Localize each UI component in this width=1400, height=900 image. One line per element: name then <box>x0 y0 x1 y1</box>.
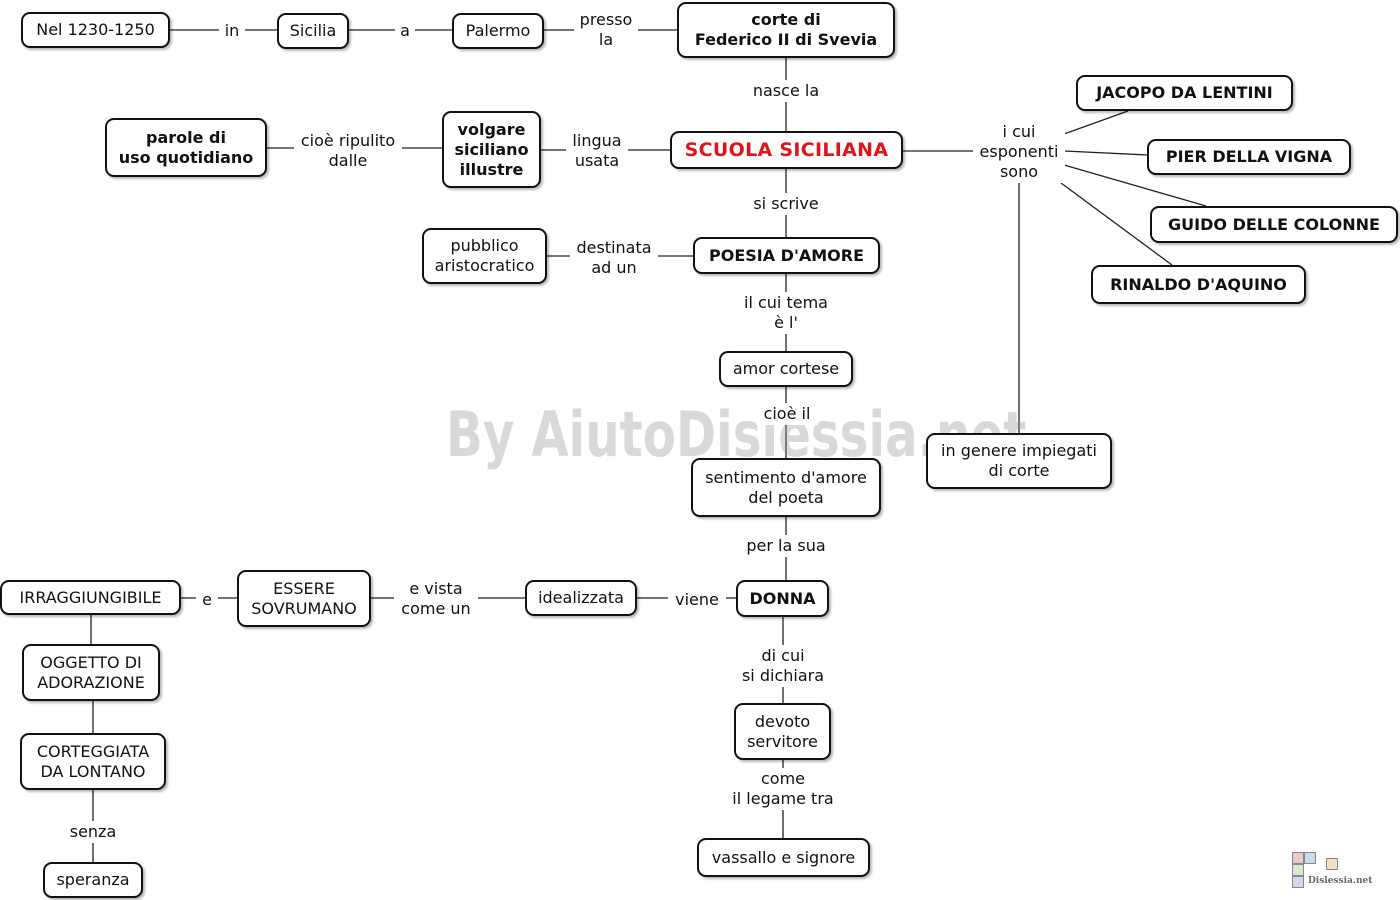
label-senza: senza <box>64 821 122 843</box>
node-idealizzata[interactable]: idealizzata <box>525 580 637 616</box>
label-cioe-il: cioè il <box>756 403 818 425</box>
logo-block-icon <box>1292 876 1304 888</box>
logo-block-icon <box>1326 858 1338 870</box>
label-per-la-sua: per la sua <box>738 535 834 557</box>
label-il-cui-tema: il cui tema è l' <box>736 292 836 334</box>
node-sentimento-d-amore[interactable]: sentimento d'amore del poeta <box>691 458 881 517</box>
label-come-il-legame-tra: come il legame tra <box>724 768 842 810</box>
node-corteggiata-da-lontano[interactable]: CORTEGGIATA DA LONTANO <box>20 733 166 790</box>
node-corte-federico[interactable]: corte di Federico II di Svevia <box>677 2 895 58</box>
node-scuola-siciliana[interactable]: SCUOLA SICILIANA <box>670 131 903 169</box>
logo-text: Dislessia.net <box>1308 876 1373 886</box>
node-pubblico-aristocratico[interactable]: pubblico aristocratico <box>422 228 547 284</box>
aiutodislessia-logo: Dislessia.net <box>1290 850 1382 890</box>
node-essere-sovrumano[interactable]: ESSERE SOVRUMANO <box>237 570 371 627</box>
node-volgare-siciliano-illustre[interactable]: volgare siciliano illustre <box>442 111 541 188</box>
label-e-vista-come-un: e vista come un <box>394 578 478 620</box>
label-e: e <box>196 589 218 611</box>
label-in: in <box>219 20 245 42</box>
label-viene: viene <box>668 589 726 611</box>
node-speranza[interactable]: speranza <box>43 862 143 898</box>
node-devoto-servitore[interactable]: devoto servitore <box>734 703 831 760</box>
node-irraggiungibile[interactable]: IRRAGGIUNGIBILE <box>0 580 181 615</box>
label-i-cui-esponenti-sono: i cui esponenti sono <box>973 121 1065 183</box>
node-poesia-d-amore[interactable]: POESIA D'AMORE <box>693 237 880 274</box>
label-si-scrive: si scrive <box>746 193 826 215</box>
node-donna[interactable]: DONNA <box>736 580 829 617</box>
label-a: a <box>395 20 415 42</box>
node-guido-delle-colonne[interactable]: GUIDO DELLE COLONNE <box>1150 206 1398 243</box>
node-impiegati-di-corte[interactable]: in genere impiegati di corte <box>926 433 1112 489</box>
label-cioe-ripulito-dalle: cioè ripulito dalle <box>294 130 402 172</box>
node-oggetto-di-adorazione[interactable]: OGGETTO DI ADORAZIONE <box>22 644 160 701</box>
label-di-cui-si-dichiara: di cui si dichiara <box>733 645 833 687</box>
node-palermo[interactable]: Palermo <box>452 13 544 49</box>
label-lingua-usata: lingua usata <box>566 130 628 172</box>
node-parole-uso-quotidiano[interactable]: parole di uso quotidiano <box>105 118 267 177</box>
node-rinaldo-d-aquino[interactable]: RINALDO D'AQUINO <box>1091 265 1306 304</box>
label-nasce-la: nasce la <box>745 80 827 102</box>
label-presso-la: presso la <box>574 9 638 51</box>
logo-block-icon <box>1292 864 1304 876</box>
node-sicilia[interactable]: Sicilia <box>277 13 349 49</box>
logo-block-icon <box>1304 852 1316 864</box>
node-pier-della-vigna[interactable]: PIER DELLA VIGNA <box>1147 139 1351 175</box>
node-vassallo-e-signore[interactable]: vassallo e signore <box>697 838 870 877</box>
label-destinata-ad-un: destinata ad un <box>570 237 658 279</box>
logo-block-icon <box>1292 852 1304 864</box>
node-amor-cortese[interactable]: amor cortese <box>719 351 853 387</box>
node-nel-1230-1250[interactable]: Nel 1230-1250 <box>21 12 170 48</box>
node-jacopo-da-lentini[interactable]: JACOPO DA LENTINI <box>1076 75 1293 111</box>
